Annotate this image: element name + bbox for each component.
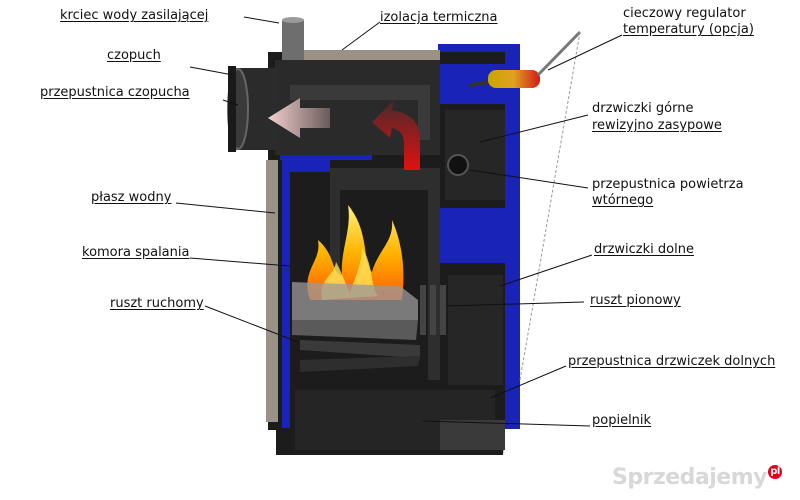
ash-pit-steps	[440, 420, 505, 450]
label-przepustnica-drzwiczek-dolnych: przepustnica drzwiczek dolnych	[568, 354, 776, 369]
insulation-top	[300, 50, 440, 60]
label-komora-spalania: komora spalania	[82, 245, 190, 260]
label-regulator-2: temperatury (opcja)	[623, 22, 754, 37]
watermark-dot: pl	[768, 465, 782, 479]
label-drzwiczki-gorne-2: rewizyjno zasypowe	[592, 118, 722, 133]
lower-door-panel	[448, 275, 503, 385]
baffle	[290, 85, 430, 140]
combustion-wall	[330, 168, 440, 380]
label-ruszt-ruchomy: ruszt ruchomy	[110, 296, 204, 311]
label-izolacja: izolacja termiczna	[380, 10, 498, 25]
moving-grate	[292, 282, 420, 372]
label-regulator-1: cieczowy regulator	[623, 6, 746, 21]
leader-lines	[175, 16, 623, 427]
chimney-pipe	[282, 17, 304, 60]
label-drzwiczki-dolne: drzwiczki dolne	[594, 242, 694, 257]
label-drzwiczki-gorne-1: drzwiczki górne	[592, 101, 694, 116]
watermark-text: Sprzedajemy	[612, 465, 768, 490]
flue-gas-arrow	[268, 98, 330, 138]
label-ruszt-pionowy: ruszt pionowy	[590, 293, 681, 308]
label-plaszcz-wodny: płasz wodny	[91, 190, 172, 205]
label-przepustnica-czopucha: przepustnica czopucha	[40, 85, 190, 100]
flue-spigot	[227, 66, 278, 152]
label-popielnik: popielnik	[592, 413, 652, 428]
water-jacket-blue	[282, 158, 330, 428]
temperature-regulator	[469, 30, 582, 381]
heat-flow-arrow	[372, 100, 420, 170]
vertical-grate	[420, 285, 446, 335]
secondary-air-damper	[447, 154, 469, 176]
insulation-left	[266, 160, 278, 422]
label-przepustnica-powietrza-2: wtórnego	[592, 193, 654, 208]
label-krciec: krciec wody zasilającej	[60, 8, 209, 23]
label-przepustnica-powietrza-1: przepustnica powietrza	[592, 177, 744, 192]
label-czopuch: czopuch	[107, 48, 161, 63]
blue-panel-1	[440, 208, 508, 263]
